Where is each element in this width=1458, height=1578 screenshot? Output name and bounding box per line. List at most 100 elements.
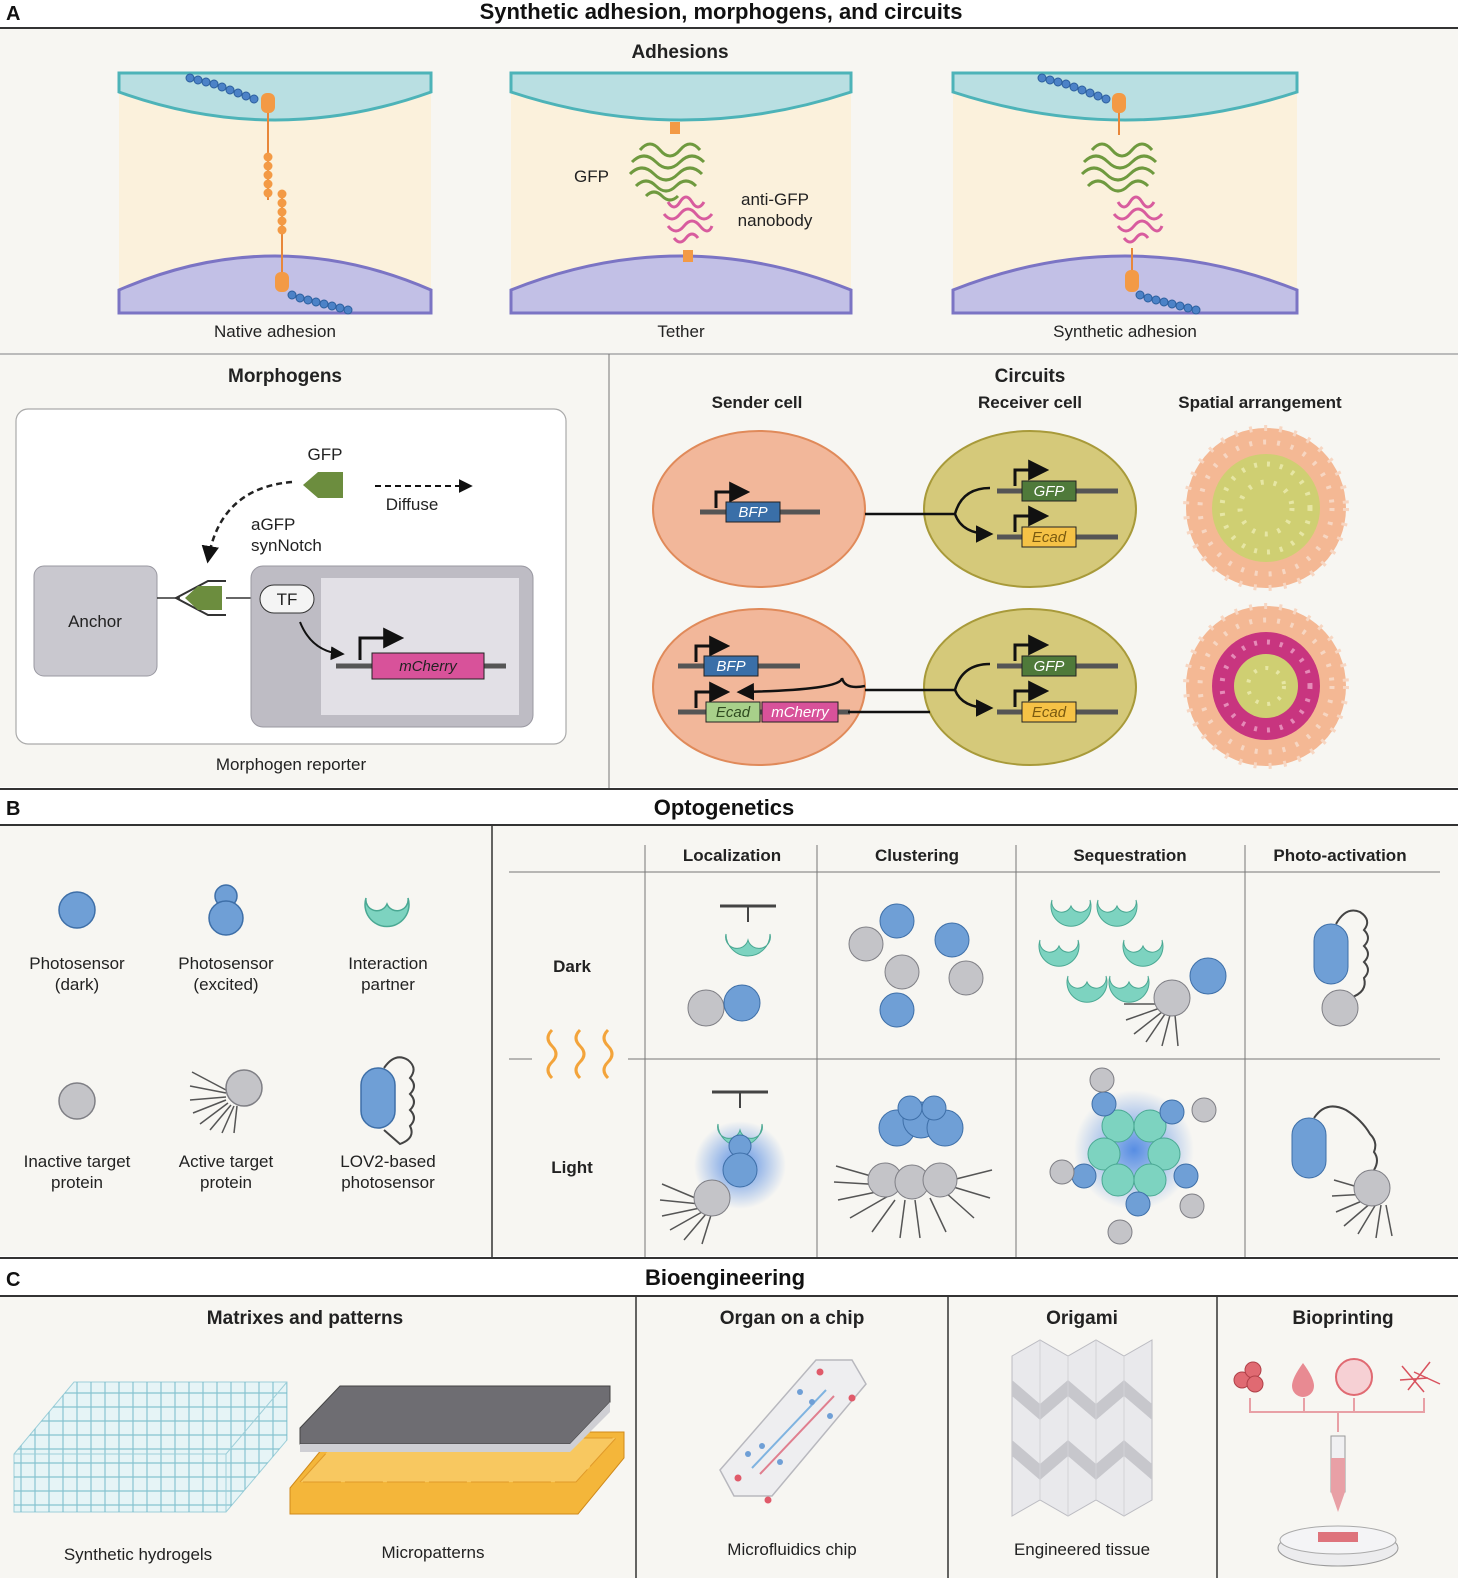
- tf-pill: [259, 584, 315, 614]
- caption-hydrogels: Synthetic hydrogels: [64, 1545, 212, 1564]
- svg-text:Ecad: Ecad: [1032, 529, 1067, 546]
- sender-cell-2: [652, 608, 866, 766]
- bioengineering-section: Matrixes and patterns Organ on a chip Or…: [13, 1296, 1441, 1578]
- svg-text:Interaction: Interaction: [348, 954, 427, 973]
- ecad-gene-3: [1021, 701, 1077, 723]
- svg-text:Photosensor: Photosensor: [178, 954, 274, 973]
- panel-b-header: B Optogenetics: [0, 788, 1458, 826]
- synnotch-label-1: aGFP: [251, 515, 295, 534]
- sequestration-dark: [1038, 899, 1227, 1047]
- caption-microfluidics-chip: Microfluidics chip: [727, 1540, 856, 1559]
- microfluidics-chip-illustration: [719, 1359, 867, 1504]
- svg-text:GFP: GFP: [1034, 658, 1065, 675]
- lov2-photosensor-icon: [360, 1056, 415, 1146]
- hydrogel-illustration: [13, 1381, 288, 1513]
- section-organ-chip: Organ on a chip: [720, 1308, 865, 1329]
- row-light: Light: [551, 1158, 593, 1177]
- panel-a-title: Synthetic adhesion, morphogens, and circ…: [480, 0, 963, 24]
- ecad-gene-1: [1021, 526, 1077, 548]
- clustering-dark: [848, 903, 984, 1028]
- panel-letter-b: B: [6, 798, 20, 820]
- sequestration-light: [1049, 1067, 1217, 1245]
- light-wave-icon: [546, 1028, 614, 1080]
- panel-c-header: C Bioengineering: [0, 1257, 1458, 1297]
- svg-text:mCherry: mCherry: [771, 704, 830, 721]
- localization-dark: [687, 904, 776, 1027]
- svg-text:photosensor: photosensor: [341, 1173, 435, 1192]
- localization-light: [659, 1090, 786, 1245]
- synnotch-receptor: [173, 580, 226, 616]
- col-sender-cell: Sender cell: [712, 393, 803, 412]
- active-target-icon: [189, 1069, 263, 1134]
- svg-text:Active target: Active target: [179, 1152, 274, 1171]
- photoactivation-dark: [1313, 909, 1369, 1027]
- tether-illustration: GFP anti-GFP nanobody: [509, 71, 853, 315]
- bioprinting-illustration: [1233, 1358, 1441, 1567]
- origami-tissue-illustration: [1011, 1339, 1153, 1517]
- row-dark: Dark: [553, 957, 591, 976]
- ecad-gene-2: [705, 701, 761, 723]
- col-spatial-arrangement: Spatial arrangement: [1178, 393, 1342, 412]
- svg-text:GFP: GFP: [1034, 483, 1065, 500]
- anchor-label: Anchor: [68, 612, 122, 631]
- diffuse-label: Diffuse: [386, 495, 439, 514]
- caption-micropatterns: Micropatterns: [382, 1543, 485, 1562]
- svg-text:Ecad: Ecad: [716, 704, 751, 721]
- gfp-protein: [628, 142, 706, 202]
- mcherry-gene: [371, 652, 485, 680]
- panel-b-title: Optogenetics: [654, 795, 795, 820]
- svg-text:protein: protein: [51, 1173, 103, 1192]
- mcherry-gene-label: mCherry: [399, 658, 458, 675]
- clustering-light: [833, 1095, 993, 1239]
- svg-text:(excited): (excited): [193, 975, 258, 994]
- svg-text:partner: partner: [361, 975, 415, 994]
- circuits-title: Circuits: [995, 366, 1066, 387]
- morphogens-section: Morphogens GFP Diffuse aGFP synNotch Anc…: [15, 366, 567, 774]
- svg-text:LOV2-based: LOV2-based: [340, 1152, 435, 1171]
- mcherry-gene-2: [761, 701, 839, 723]
- col-localization: Localization: [683, 846, 781, 865]
- gfp-label: GFP: [574, 167, 609, 186]
- svg-text:Photosensor: Photosensor: [29, 954, 125, 973]
- col-receiver-cell: Receiver cell: [978, 393, 1082, 412]
- native-adhesion-illustration: [117, 71, 433, 315]
- gfp-ligand: [303, 472, 343, 498]
- adhesions-title: Adhesions: [631, 42, 728, 63]
- caption-synthetic-adhesion: Synthetic adhesion: [1053, 322, 1197, 341]
- caption-native-adhesion: Native adhesion: [214, 322, 336, 341]
- panel-a-header: A Synthetic adhesion, morphogens, and ci…: [0, 0, 1458, 29]
- section-matrixes: Matrixes and patterns: [207, 1308, 403, 1329]
- micropattern-illustration: [289, 1385, 625, 1515]
- synthetic-adhesion-illustration: [951, 71, 1299, 315]
- svg-text:protein: protein: [200, 1173, 252, 1192]
- col-clustering: Clustering: [875, 846, 959, 865]
- caption-tether: Tether: [657, 322, 705, 341]
- svg-text:Inactive target: Inactive target: [24, 1152, 131, 1171]
- col-photo-activation: Photo-activation: [1273, 846, 1406, 865]
- col-sequestration: Sequestration: [1073, 846, 1186, 865]
- gfp-gene-1: [1021, 480, 1077, 502]
- optogenetics-grid: Localization Clustering Sequestration Ph…: [491, 826, 1440, 1258]
- tf-label: TF: [277, 590, 298, 609]
- optogenetics-legend: Photosensor (dark) Photosensor (excited)…: [24, 884, 436, 1192]
- section-bioprinting: Bioprinting: [1292, 1308, 1393, 1329]
- photosensor-excited-icon: [208, 884, 244, 936]
- svg-text:(dark): (dark): [55, 975, 99, 994]
- photoactivation-light: [1291, 1105, 1393, 1239]
- caption-engineered-tissue: Engineered tissue: [1014, 1540, 1150, 1559]
- spatial-arrangement-2: [1183, 603, 1349, 769]
- panel-c-title: Bioengineering: [645, 1265, 805, 1290]
- morphogens-title: Morphogens: [228, 366, 342, 387]
- panel-letter-a: A: [6, 3, 20, 25]
- panel-letter-c: C: [6, 1269, 20, 1291]
- interaction-partner-icon: [364, 897, 410, 928]
- svg-text:Ecad: Ecad: [1032, 704, 1067, 721]
- section-origami: Origami: [1046, 1308, 1118, 1329]
- adhesions-section: Adhesions: [117, 42, 1299, 341]
- inactive-target-icon: [58, 1082, 96, 1120]
- nanobody-label-2: nanobody: [738, 211, 813, 230]
- photosensor-dark-icon: [58, 891, 96, 929]
- nanobody-label-1: anti-GFP: [741, 190, 809, 209]
- circuits-section: Circuits Sender cell Receiver cell Spati…: [652, 366, 1349, 769]
